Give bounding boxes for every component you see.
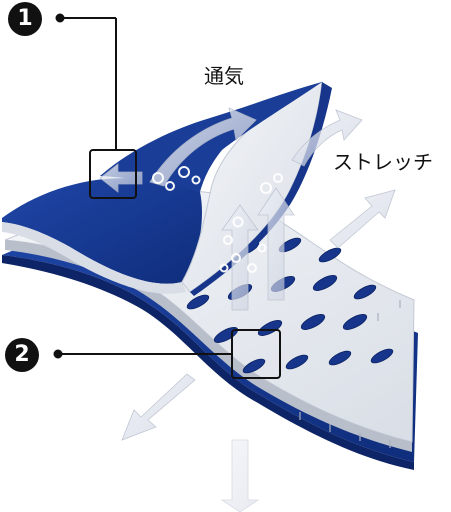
middle-white-edge (5, 240, 412, 452)
callout-marker-2: 2 (5, 338, 39, 372)
breathable-label: 通気 (204, 64, 244, 88)
top-blue-underside (2, 222, 186, 294)
callout-2 (53, 329, 281, 379)
callout-marker-1: 1 (8, 2, 42, 36)
perforation-slits (157, 237, 394, 374)
bottom-blue-edge (2, 255, 414, 470)
stretch-label: ストレッチ (333, 150, 433, 174)
edge-ticks (299, 300, 401, 448)
air-bubbles (152, 166, 283, 273)
airflow-arrows (99, 107, 396, 512)
callout-1 (55, 13, 137, 199)
top-blue-layer (2, 178, 202, 284)
